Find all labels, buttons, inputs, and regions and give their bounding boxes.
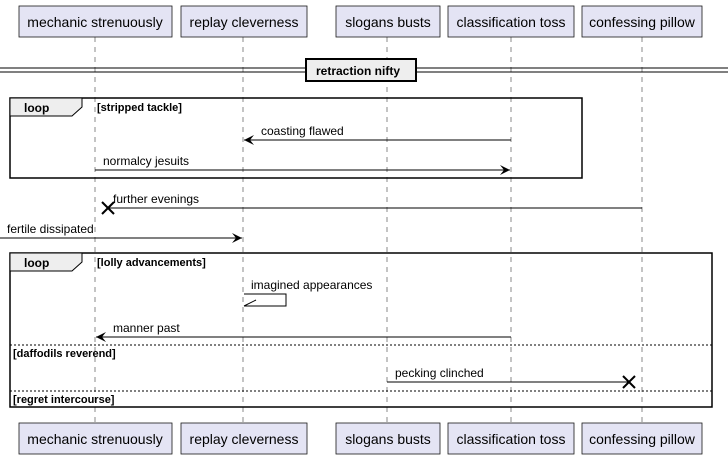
participant-head-classification-toss[interactable]: classification toss — [447, 5, 575, 38]
participant-head-mechanic-strenuously[interactable]: mechanic strenuously — [18, 5, 173, 38]
loop-guard: [lolly advancements] — [97, 257, 206, 269]
participant-label: replay cleverness — [190, 431, 299, 447]
message-label: further evenings — [113, 192, 199, 206]
message-fertile-dissipated[interactable]: fertile dissipated — [0, 222, 242, 243]
message-manner-past[interactable]: manner past — [96, 321, 511, 342]
message-normalcy-jesuits[interactable]: normalcy jesuits — [95, 154, 510, 175]
message-pecking-clinched[interactable]: pecking clinched — [387, 366, 636, 389]
divider-label: retraction nifty — [316, 64, 400, 78]
participant-label: confessing pillow — [589, 431, 696, 447]
message-further-evenings[interactable]: further evenings — [101, 192, 642, 215]
message-imagined-appearances[interactable]: imagined appearances — [243, 278, 372, 307]
message-label: manner past — [113, 321, 180, 335]
message-label: imagined appearances — [251, 278, 372, 292]
loop-fragment: loop [lolly advancements] [daffodils rev… — [9, 252, 713, 408]
loop-guard: [stripped tackle] — [97, 102, 182, 114]
destroy-icon — [622, 375, 636, 389]
participant-label: mechanic strenuously — [27, 14, 162, 30]
participant-label: mechanic strenuously — [27, 431, 162, 447]
divider: retraction nifty — [0, 58, 728, 82]
participant-label: slogans busts — [345, 14, 431, 30]
message-coasting-flawed[interactable]: coasting flawed — [244, 124, 511, 145]
participant-head-replay-cleverness[interactable]: replay cleverness — [180, 5, 308, 38]
participant-tail-replay-cleverness[interactable]: replay cleverness — [180, 422, 308, 455]
participant-tail-confessing-pillow[interactable]: confessing pillow — [581, 422, 703, 455]
participant-label: slogans busts — [345, 431, 431, 447]
participant-head-slogans-busts[interactable]: slogans busts — [335, 5, 441, 38]
participant-label: classification toss — [457, 14, 566, 30]
loop-label: loop — [24, 101, 49, 115]
participant-head-confessing-pillow[interactable]: confessing pillow — [581, 5, 703, 38]
participant-label: confessing pillow — [589, 14, 696, 30]
participant-label: classification toss — [457, 431, 566, 447]
participant-tail-slogans-busts[interactable]: slogans busts — [335, 422, 441, 455]
participant-tail-mechanic-strenuously[interactable]: mechanic strenuously — [18, 422, 173, 455]
loop-fragment: loop [stripped tackle] — [9, 97, 583, 179]
open-arrow-icon — [243, 299, 257, 307]
participant-label: replay cleverness — [190, 14, 299, 30]
loop-label: loop — [24, 256, 49, 270]
message-label: coasting flawed — [261, 124, 344, 138]
destroy-icon — [101, 201, 115, 215]
else-guard: [daffodils reverend] — [13, 348, 116, 360]
message-label: pecking clinched — [395, 366, 484, 380]
participant-tail-classification-toss[interactable]: classification toss — [447, 422, 575, 455]
message-label: normalcy jesuits — [103, 154, 189, 168]
else-guard: [regret intercourse] — [13, 394, 115, 406]
message-label: fertile dissipated — [7, 222, 94, 236]
